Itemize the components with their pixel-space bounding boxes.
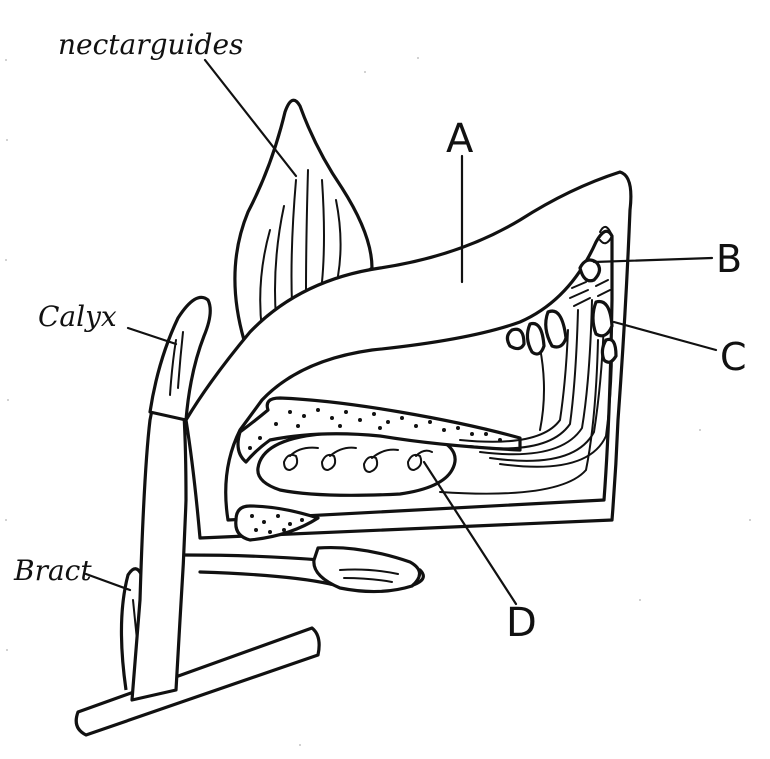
stigma — [580, 260, 600, 281]
label-d: D — [506, 600, 537, 646]
label-b: B — [716, 237, 742, 281]
label-c: C — [720, 335, 747, 379]
pointer-bract — [86, 574, 130, 590]
label-nectar-guides: nectarguides — [58, 28, 243, 61]
label-a: A — [446, 116, 474, 162]
receptacle-stalk — [132, 385, 186, 700]
label-bract: Bract — [13, 554, 92, 587]
pedicel — [76, 628, 319, 735]
label-calyx: Calyx — [38, 300, 117, 333]
pointer-c — [614, 322, 716, 350]
